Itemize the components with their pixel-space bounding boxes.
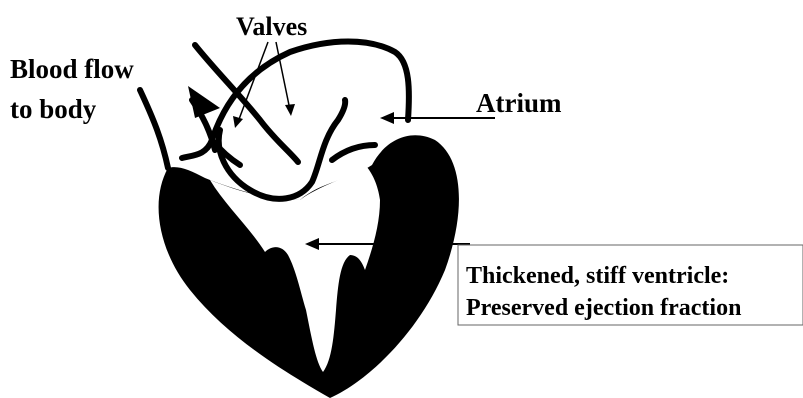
blood-flow-label-line1: Blood flow <box>10 54 134 84</box>
ventricle-label-line2: Preserved ejection fraction <box>466 295 741 321</box>
valve-flap-curve <box>219 100 345 199</box>
blood-flow-arrowhead <box>188 86 220 118</box>
aorta-left-wall <box>140 90 168 168</box>
ventricle-label-line1: Thickened, stiff ventricle: <box>466 263 729 289</box>
blood-flow-label-line2: to body <box>10 94 97 124</box>
atrium-arc <box>332 145 375 160</box>
valves-pointer-right-head <box>285 104 295 116</box>
atrium-pointer-head <box>380 112 394 124</box>
valves-pointer-left-head <box>233 116 243 128</box>
atrium-label: Atrium <box>476 88 562 118</box>
valves-label: Valves <box>236 12 307 41</box>
